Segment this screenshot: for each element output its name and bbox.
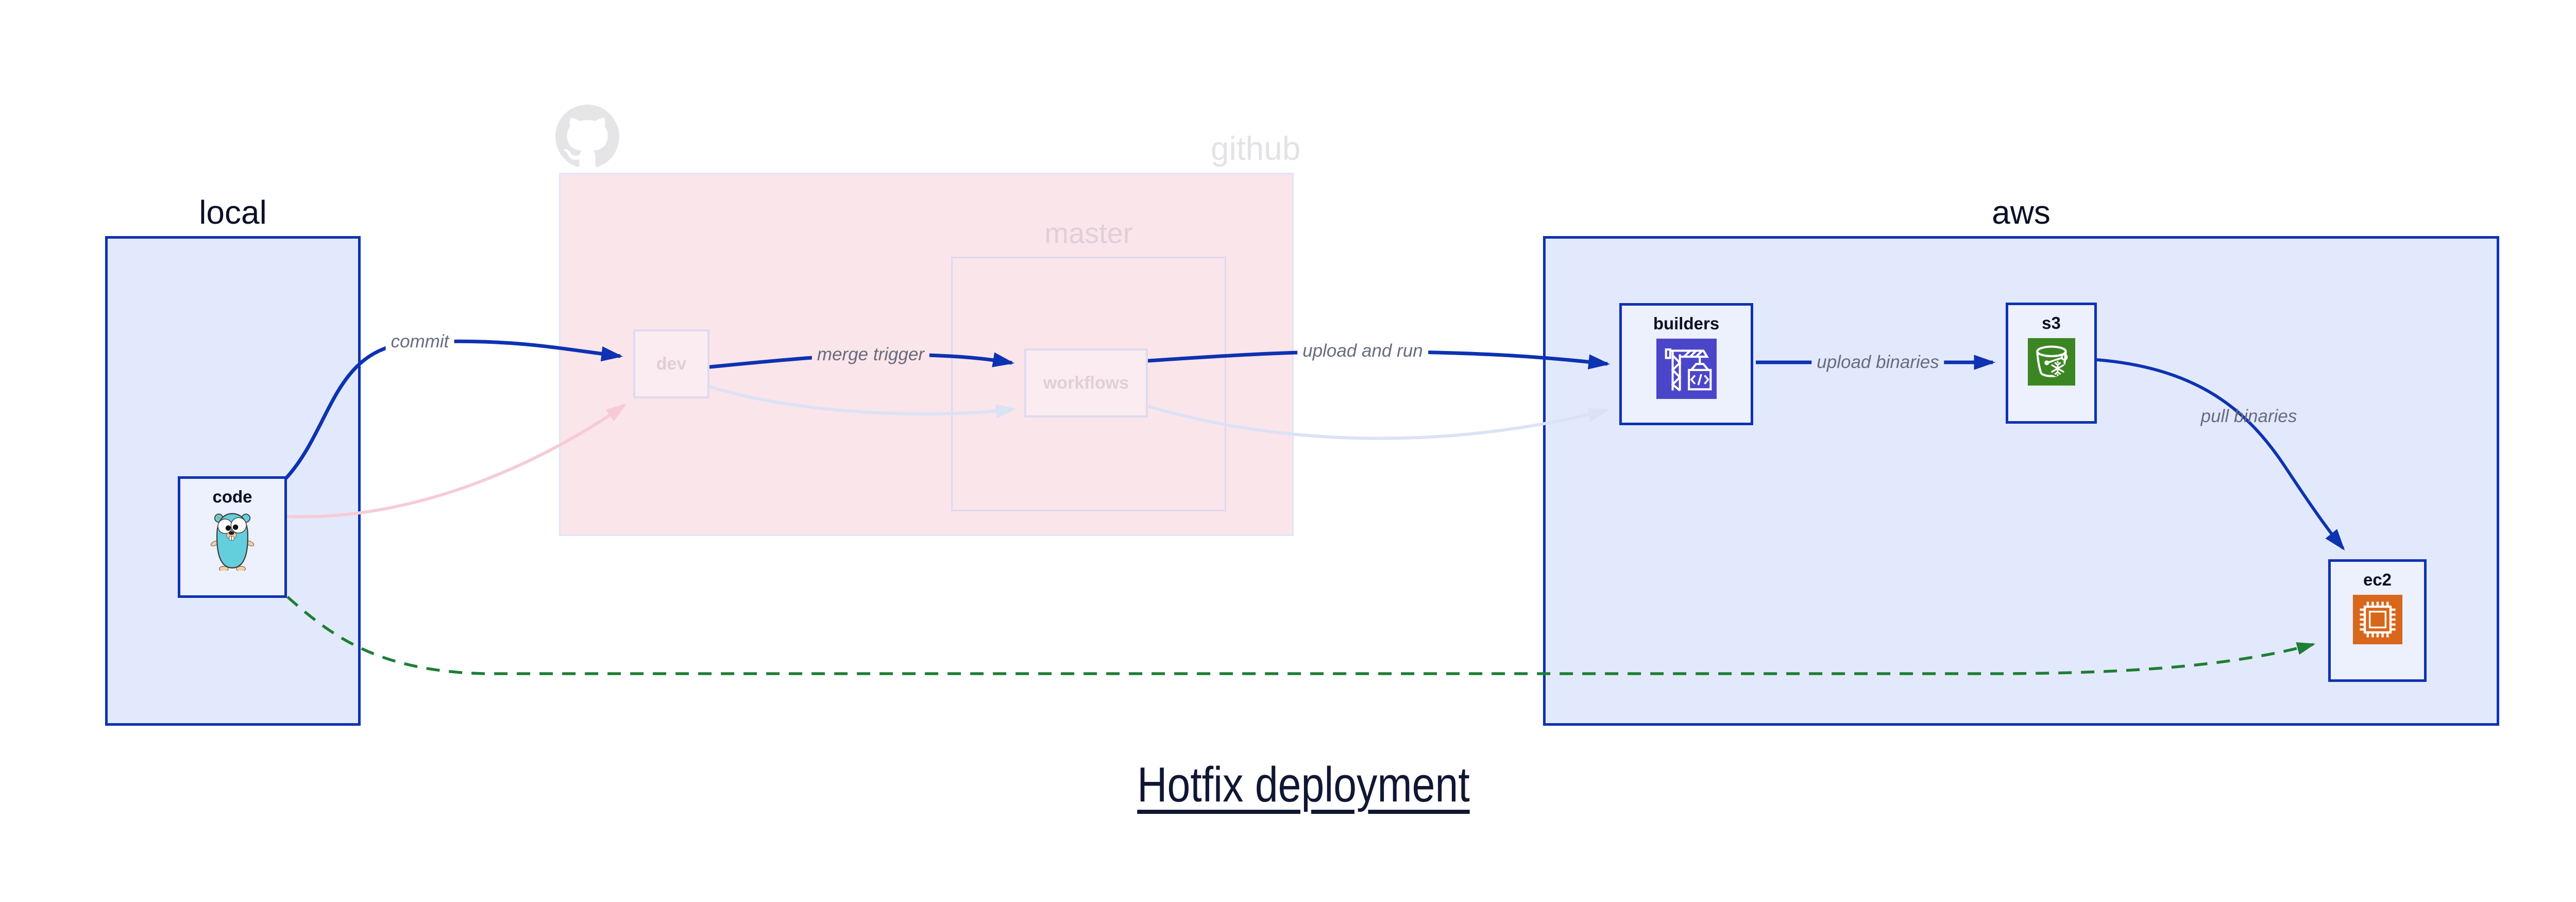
node-ec2-label: ec2: [2363, 570, 2392, 589]
github-octocat-icon: [555, 105, 619, 167]
aws-codebuild-icon: [1656, 339, 1717, 399]
region-master: [951, 257, 1226, 511]
node-dev-label: dev: [656, 354, 687, 374]
region-github-label: github: [1211, 130, 1301, 167]
node-code: code: [178, 476, 287, 598]
edge-upload-and-run-label: upload and run: [1297, 340, 1428, 362]
edge-commit-label: commit: [385, 331, 454, 353]
edge-merge-trigger-label: merge trigger: [811, 344, 930, 365]
node-dev: dev: [633, 329, 709, 398]
edge-pull-binaries-label: pull binaries: [2200, 406, 2297, 426]
node-s3-label: s3: [2042, 313, 2061, 332]
aws-ec2-icon: [2352, 595, 2402, 644]
region-master-label: master: [1044, 216, 1133, 249]
diagram-title: Hotfix deployment: [1137, 757, 1470, 812]
node-builders-label: builders: [1653, 314, 1720, 333]
node-workflows-label: workflows: [1043, 373, 1129, 393]
node-builders: builders: [1619, 303, 1753, 425]
node-workflows: workflows: [1024, 348, 1148, 417]
node-code-label: code: [212, 487, 252, 506]
node-ec2: ec2: [2328, 559, 2427, 682]
aws-s3-icon: [2027, 338, 2075, 386]
edge-upload-binaries-label: upload binaries: [1811, 352, 1944, 373]
go-gopher-icon: [210, 513, 255, 571]
region-local-label: local: [199, 194, 267, 231]
region-aws-label: aws: [1992, 194, 2050, 231]
node-s3: s3: [2006, 303, 2097, 424]
